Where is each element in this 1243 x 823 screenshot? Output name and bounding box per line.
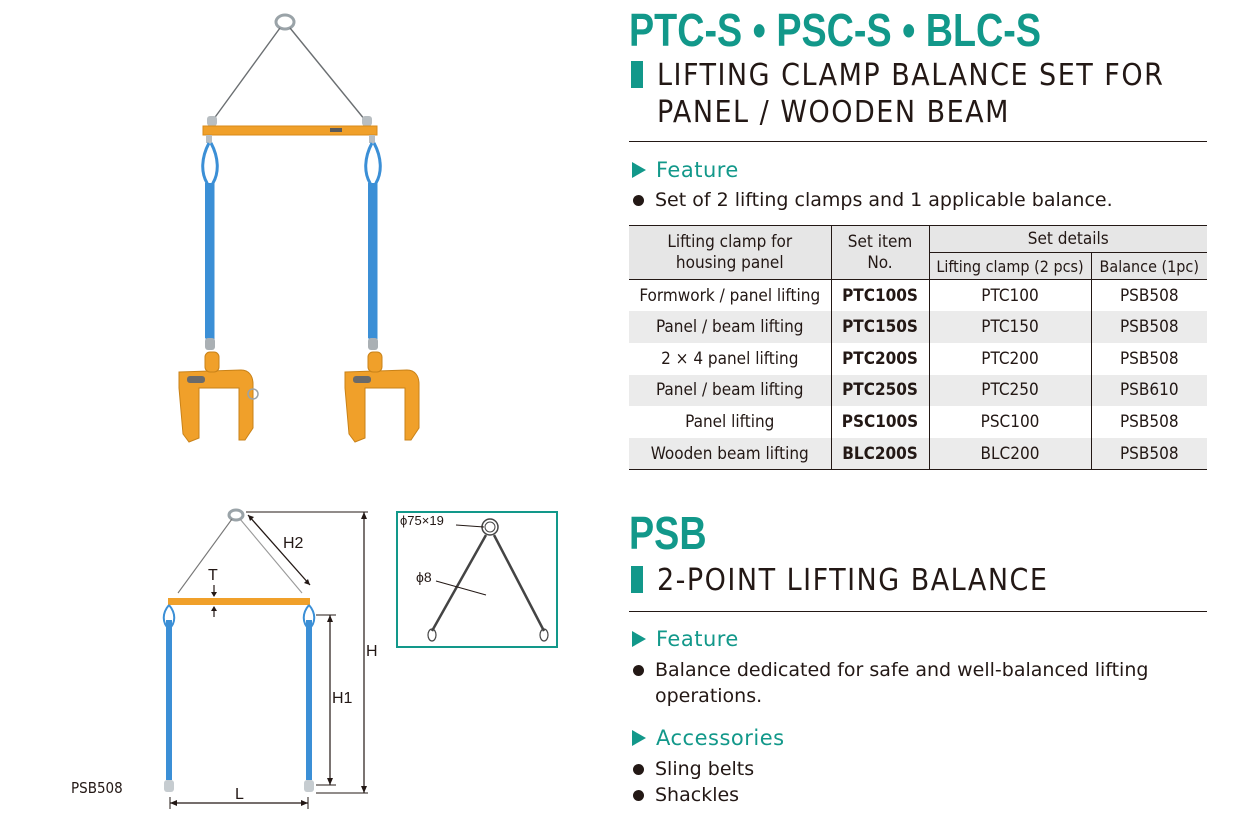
lifting-clamp-set-illustration [178,13,420,443]
balance-feature-heading-label: Feature [656,627,739,651]
accent-bar [631,61,643,88]
cell-use: 2 × 4 panel lifting [661,348,799,369]
balance-model-title: PSB [629,507,707,559]
dimension-h2-label: H2 [283,535,304,552]
balance-subtitle: 2-POINT LIFTING BALANCE [631,562,1048,599]
cell-clamp: PTC150 [928,311,1091,343]
dimension-l-label: L [235,786,244,803]
accessory-item-sling-belts: Sling belts [630,756,754,782]
accessory-text: Sling belts [655,758,755,780]
balance-subtitle-text: 2-POINT LIFTING BALANCE [657,563,1049,598]
bullet-icon [633,665,644,676]
wire-detail-inset: ϕ75×19 ϕ8 [396,511,558,648]
set-spec-table: Lifting clamp for housing panel Set item… [629,225,1207,470]
table-row: Wooden beam lifting BLC200S BLC200 PSB50… [629,437,1207,470]
balance-title-divider [629,611,1207,612]
cell-item-no: PTC150S [830,311,929,343]
cell-balance: PSB508 [1090,342,1207,375]
cell-clamp: PTC250 [928,374,1091,407]
cell-use: Panel / beam lifting [629,311,831,343]
set-feature-text: Set of 2 lifting clamps and 1 applicable… [655,189,1113,211]
set-model-title: PTC-S • PSC-S • BLC-S [629,4,1042,56]
header-set-item-no: Set item No. [830,225,929,280]
header-clamp-use: Lifting clamp for housing panel [629,225,831,280]
cell-item-no: BLC200S [830,437,929,470]
cell-item-no: PSC100S [830,406,929,438]
table-row: Formwork / panel lifting PTC100S PTC100 … [629,279,1207,312]
cell-use: Panel lifting [685,412,775,433]
dimension-h1-label: H1 [332,690,353,707]
cell-item-no: PTC100S [830,279,929,312]
triangle-marker-icon [632,162,646,178]
dimension-h-label: H [366,643,378,660]
accent-bar [631,566,643,593]
balance-dimension-drawing [162,508,368,809]
product-photo-clamp-set [165,8,425,448]
ring-dimension-label: ϕ75×19 [400,513,444,528]
set-feature-heading-label: Feature [656,158,739,182]
balance-feature-item: Balance dedicated for safe and well-bala… [630,657,1148,709]
accessory-item-shackles: Shackles [630,782,739,808]
set-subtitle: LIFTING CLAMP BALANCE SET FOR PANEL / WO… [631,57,1164,131]
diagram-model-caption: PSB508 [71,779,123,797]
bullet-icon [633,195,644,206]
dimension-t-label: T [208,567,218,584]
set-subtitle-line2: PANEL / WOODEN BEAM [657,95,1010,130]
set-subtitle-line1: LIFTING CLAMP BALANCE SET FOR [657,58,1165,93]
table-row: Panel lifting PSC100S PSC100 PSB508 [629,406,1207,438]
cell-balance: PSB508 [1090,406,1207,438]
cell-use: Wooden beam lifting [629,437,831,470]
header-lifting-clamp: Lifting clamp (2 pcs) [928,252,1091,280]
cell-item-no: PTC250S [830,374,929,407]
cell-balance: PSB508 [1090,311,1207,343]
cell-item-no: PTC200S [830,342,929,375]
set-feature-heading: Feature [632,158,739,182]
cell-clamp: BLC200 [928,437,1091,470]
set-title-divider [629,141,1207,142]
table-row: Panel / beam lifting PTC150S PTC150 PSB5… [629,311,1207,343]
set-feature-item: Set of 2 lifting clamps and 1 applicable… [630,187,1113,213]
accessories-heading-label: Accessories [656,726,785,750]
accessory-text: Shackles [655,784,740,806]
cell-use: Formwork / panel lifting [639,285,821,306]
header-balance: Balance (1pc) [1090,252,1207,280]
table-row: Panel / beam lifting PTC250S PTC250 PSB6… [629,374,1207,407]
cell-use: Panel / beam lifting [629,374,831,407]
wire-detail-drawing [427,518,549,642]
cell-clamp: PSC100 [928,406,1091,438]
balance-feature-text-line2: operations. [655,685,763,707]
cell-balance: PSB610 [1090,374,1207,407]
accessories-heading: Accessories [632,726,785,750]
triangle-marker-icon [632,631,646,647]
dimension-diagram: H2 T H H1 L [150,505,390,815]
wire-dimension-label: ϕ8 [416,569,432,585]
cell-clamp: PTC100 [928,279,1091,312]
cell-clamp: PTC200 [928,342,1091,375]
bullet-icon [633,790,644,801]
cell-balance: PSB508 [1090,437,1207,470]
header-set-details: Set details [928,225,1207,253]
balance-feature-text-line1: Balance dedicated for safe and well-bala… [655,659,1149,681]
triangle-marker-icon [632,730,646,746]
cell-balance: PSB508 [1090,279,1207,312]
bullet-icon [633,764,644,775]
table-row: 2 × 4 panel lifting PTC200S PTC200 PSB50… [629,342,1207,375]
balance-feature-heading: Feature [632,627,739,651]
